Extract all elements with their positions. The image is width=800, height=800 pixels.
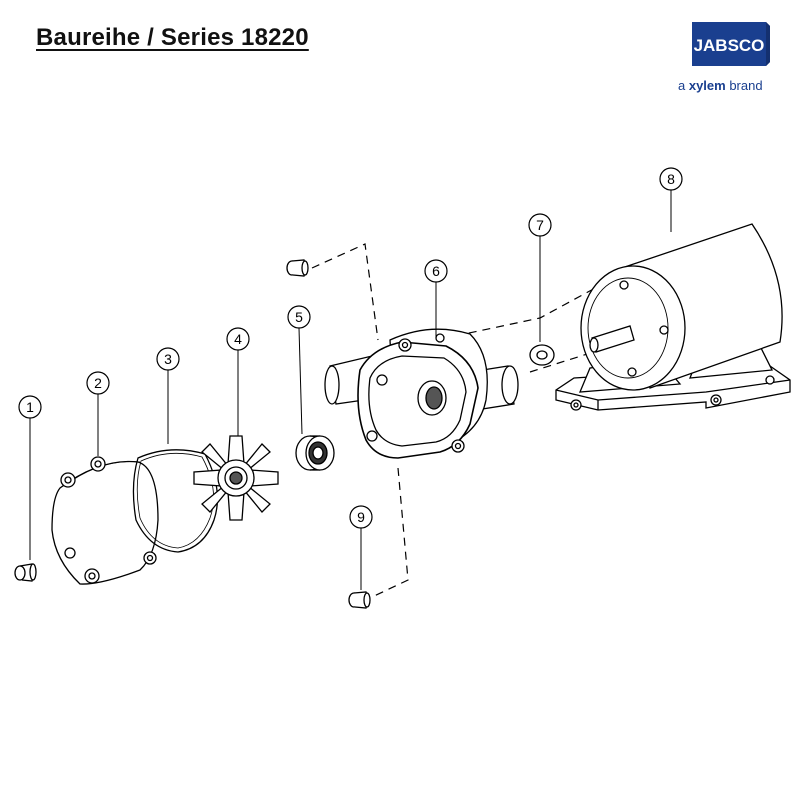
svg-text:5: 5	[295, 309, 303, 325]
svg-text:4: 4	[234, 331, 242, 347]
impeller	[193, 435, 279, 521]
callout-5: 5	[287, 305, 311, 329]
callout-2: 2	[86, 371, 110, 395]
callout-8: 8	[659, 167, 683, 191]
svg-text:2: 2	[94, 375, 102, 391]
callout-4: 4	[226, 327, 250, 351]
end-cover	[51, 456, 159, 585]
leader-lines	[29, 190, 672, 590]
callout-9: 9	[349, 505, 373, 529]
logo-text: JABSCO	[694, 36, 765, 55]
callout-1: 1	[18, 395, 42, 419]
svg-text:9: 9	[357, 509, 365, 525]
housing-screw-top	[286, 259, 309, 277]
svg-text:6: 6	[432, 263, 440, 279]
pump-body	[324, 328, 519, 459]
washer	[529, 344, 555, 366]
housing-screw-bottom	[348, 591, 371, 609]
shaft-seal	[295, 435, 335, 471]
electric-motor	[555, 223, 791, 411]
brand-tagline: a xylem brand	[678, 78, 763, 93]
callout-6: 6	[424, 259, 448, 283]
page-title: Baureihe / Series 18220	[36, 24, 309, 51]
svg-text:8: 8	[667, 171, 675, 187]
cover-screw	[14, 563, 37, 582]
callout-3: 3	[156, 347, 180, 371]
callouts: 1 2 3 4 5 6 7 8 9	[18, 167, 683, 529]
svg-text:1: 1	[26, 399, 34, 415]
jabsco-logo: JABSCO	[692, 22, 770, 66]
svg-text:7: 7	[536, 217, 544, 233]
svg-text:3: 3	[164, 351, 172, 367]
o-ring	[132, 449, 219, 553]
callout-7: 7	[528, 213, 552, 237]
